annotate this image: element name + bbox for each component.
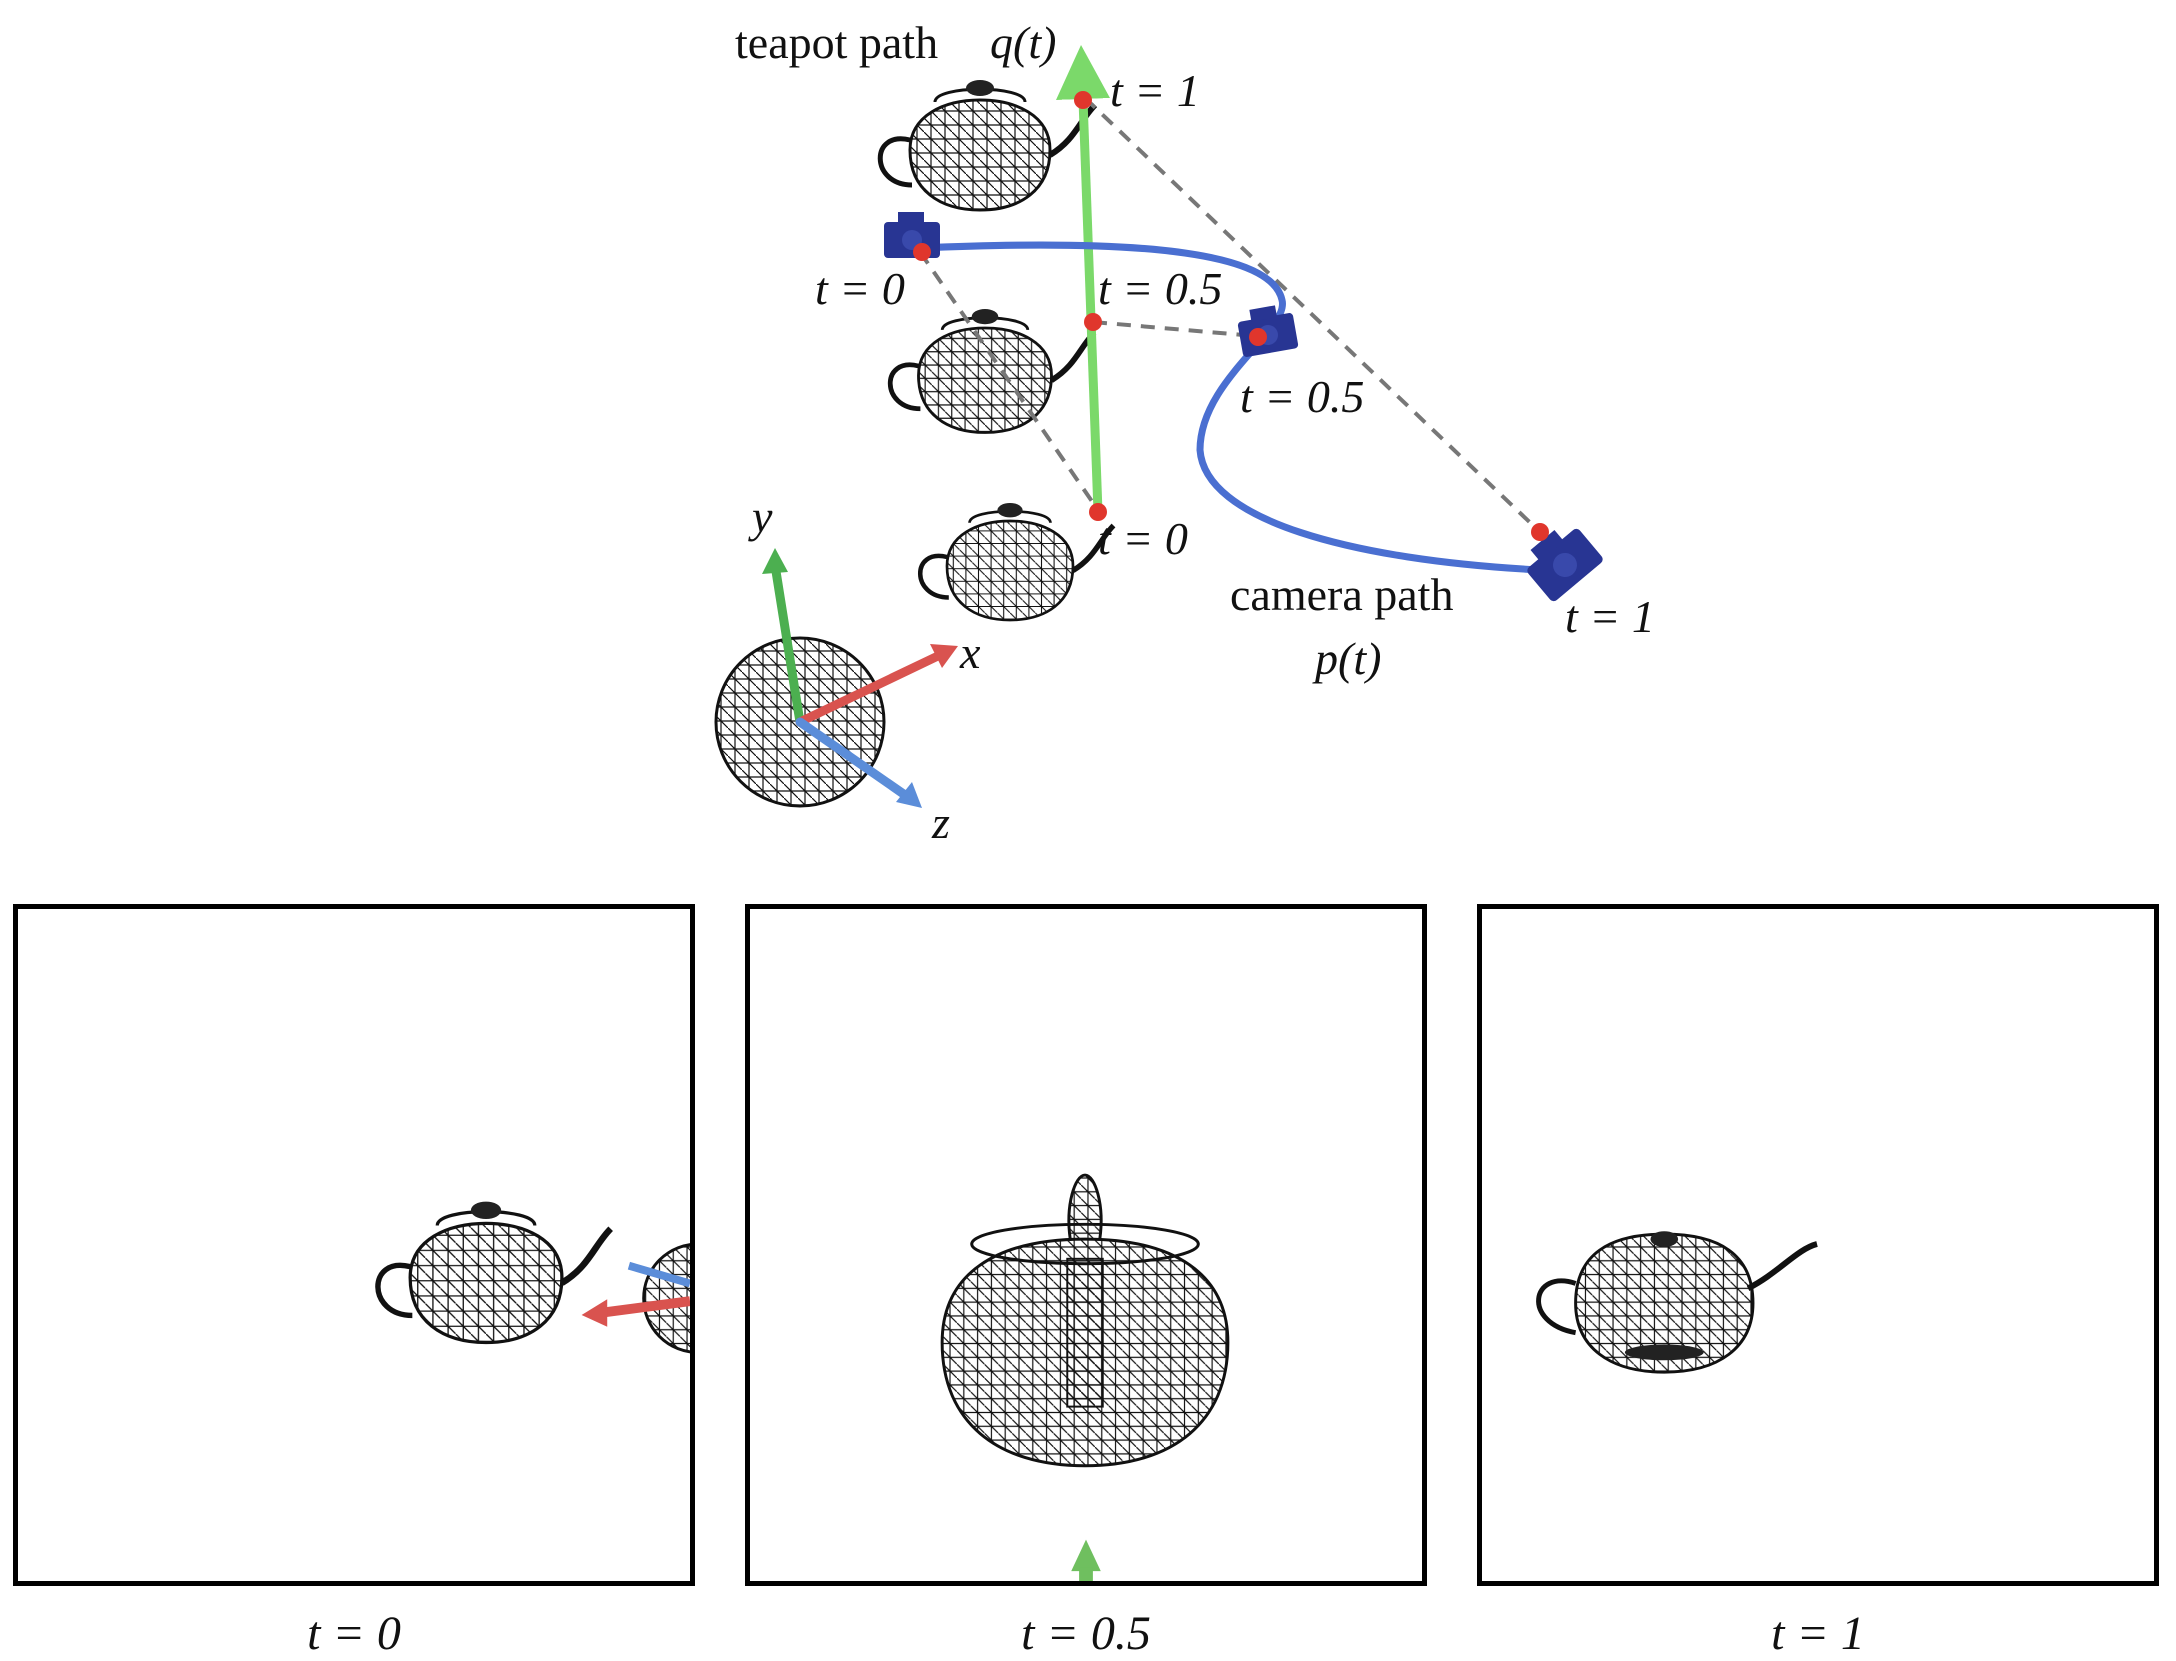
teapot-top-icon (880, 80, 1095, 210)
view-t1-svg (1482, 909, 2154, 1581)
axis-x-label: x (960, 630, 980, 676)
view-t0-svg (18, 909, 690, 1581)
teapot-view-t05-icon (942, 1175, 1228, 1466)
camera-t0-icon (884, 212, 940, 258)
teapot-view-t1-icon (1539, 1231, 1817, 1372)
panel-caption-t05: t = 0.5 (745, 1606, 1427, 1661)
p-t0-label: t = 0 (815, 266, 905, 312)
p-t05-label: t = 0.5 (1240, 374, 1364, 420)
teapot-middle-icon (890, 309, 1094, 433)
q-t0-label: t = 0 (1098, 516, 1188, 562)
axis-y-label: y (752, 494, 772, 540)
camera-t05-icon (1236, 303, 1299, 358)
p-t1-label: t = 1 (1565, 594, 1655, 640)
teapot-path-line (1082, 72, 1098, 512)
teapot-path-label: teapot path (735, 20, 938, 66)
axis-z-label: z (932, 800, 950, 846)
view-panel-t1 (1477, 904, 2159, 1586)
teapot-path-symbol: q(t) (990, 20, 1056, 66)
teapot-view-t0-icon (378, 1202, 611, 1343)
panel-caption-t0: t = 0 (13, 1606, 695, 1661)
camera-path-symbol: p(t) (1315, 636, 1381, 682)
view-t05-svg (750, 909, 1422, 1581)
panel-caption-t1: t = 1 (1477, 1606, 2159, 1661)
q-t1-label: t = 1 (1110, 68, 1200, 114)
teapot-bottom-icon (920, 503, 1113, 620)
view-panel-t0 (13, 904, 695, 1586)
q-t05-label: t = 0.5 (1098, 266, 1222, 312)
axis-y-partial (1071, 1540, 1101, 1572)
camera-path-label: camera path (1230, 572, 1453, 618)
view-panel-t05 (745, 904, 1427, 1586)
